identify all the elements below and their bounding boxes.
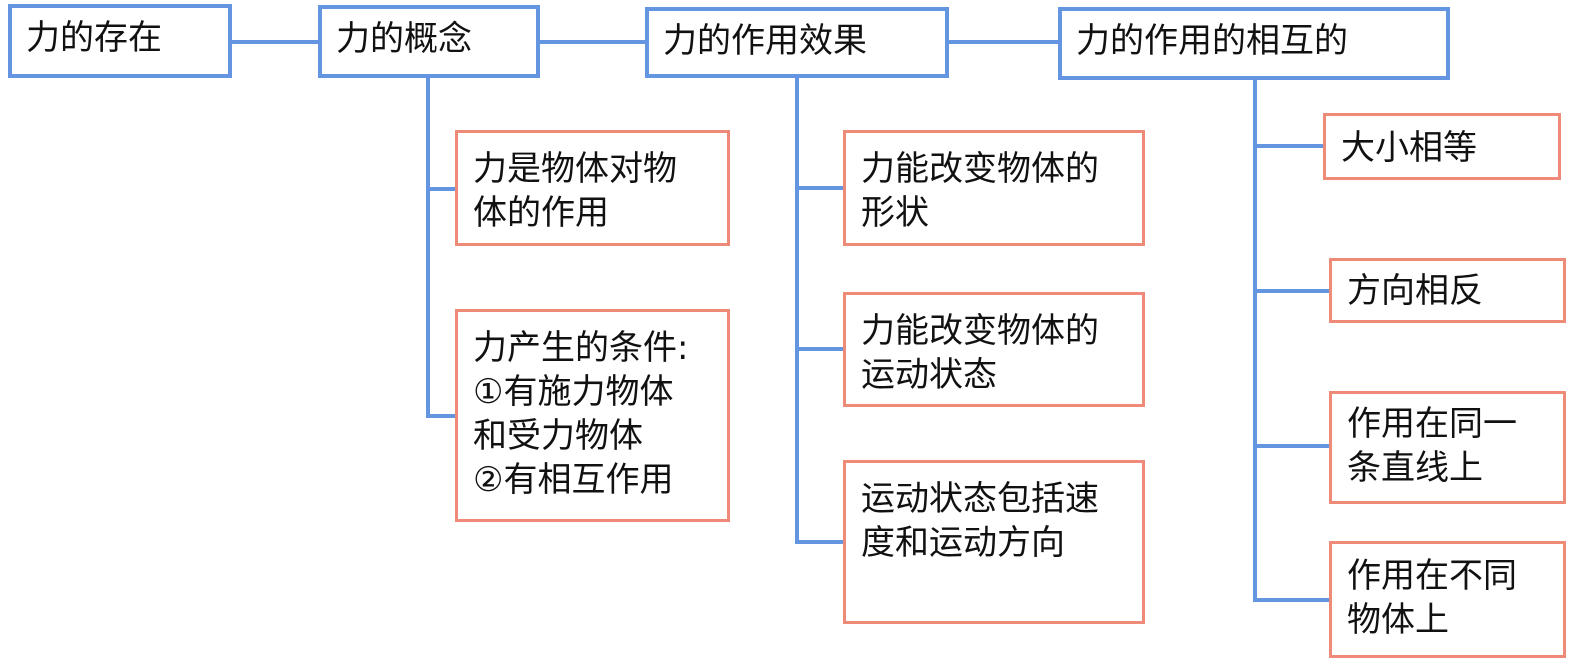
node-effect-shape: 力能改变物体的 形状	[843, 130, 1145, 246]
node-force-concept: 力的概念	[318, 5, 540, 78]
node-label: 力的概念	[336, 19, 472, 59]
node-force-mutual: 力的作用的相互的	[1058, 7, 1450, 80]
node-mutual-same-line: 作用在同一 条直线上	[1329, 391, 1566, 504]
node-concept-definition: 力是物体对物 体的作用	[455, 130, 730, 246]
node-force-effect: 力的作用效果	[645, 7, 949, 78]
node-line: 和受力物体	[473, 416, 643, 456]
node-line: ②有相互作用	[473, 460, 674, 500]
node-effect-motion-state: 运动状态包括速 度和运动方向	[843, 460, 1145, 624]
node-line: 方向相反	[1347, 271, 1483, 311]
node-concept-conditions: 力产生的条件: ①有施力物体 和受力物体 ②有相互作用	[455, 309, 730, 522]
node-mutual-opposite: 方向相反	[1329, 258, 1566, 323]
node-line: 形状	[861, 193, 929, 233]
node-line: 物体上	[1347, 600, 1449, 640]
node-label: 力的作用的相互的	[1076, 21, 1348, 61]
node-line: 力是物体对物	[473, 149, 677, 189]
node-line: 力能改变物体的	[861, 311, 1099, 351]
node-effect-motion: 力能改变物体的 运动状态	[843, 292, 1145, 407]
node-line: 度和运动方向	[861, 523, 1065, 563]
node-label: 力的作用效果	[663, 21, 867, 61]
node-line: 力能改变物体的	[861, 149, 1099, 189]
node-line: 运动状态	[861, 355, 997, 395]
node-line: 作用在同一	[1347, 404, 1517, 444]
node-line: 作用在不同	[1347, 556, 1517, 596]
node-mutual-equal: 大小相等	[1323, 113, 1561, 180]
node-line: ①有施力物体	[473, 372, 674, 412]
node-line: 运动状态包括速	[861, 479, 1099, 519]
node-force-existence: 力的存在	[8, 4, 232, 78]
node-line: 条直线上	[1347, 448, 1483, 488]
node-label: 力的存在	[26, 18, 162, 58]
node-mutual-different-objects: 作用在不同 物体上	[1329, 541, 1566, 658]
node-line: 大小相等	[1341, 128, 1477, 168]
node-line: 力产生的条件:	[473, 328, 689, 368]
node-line: 体的作用	[473, 193, 609, 233]
